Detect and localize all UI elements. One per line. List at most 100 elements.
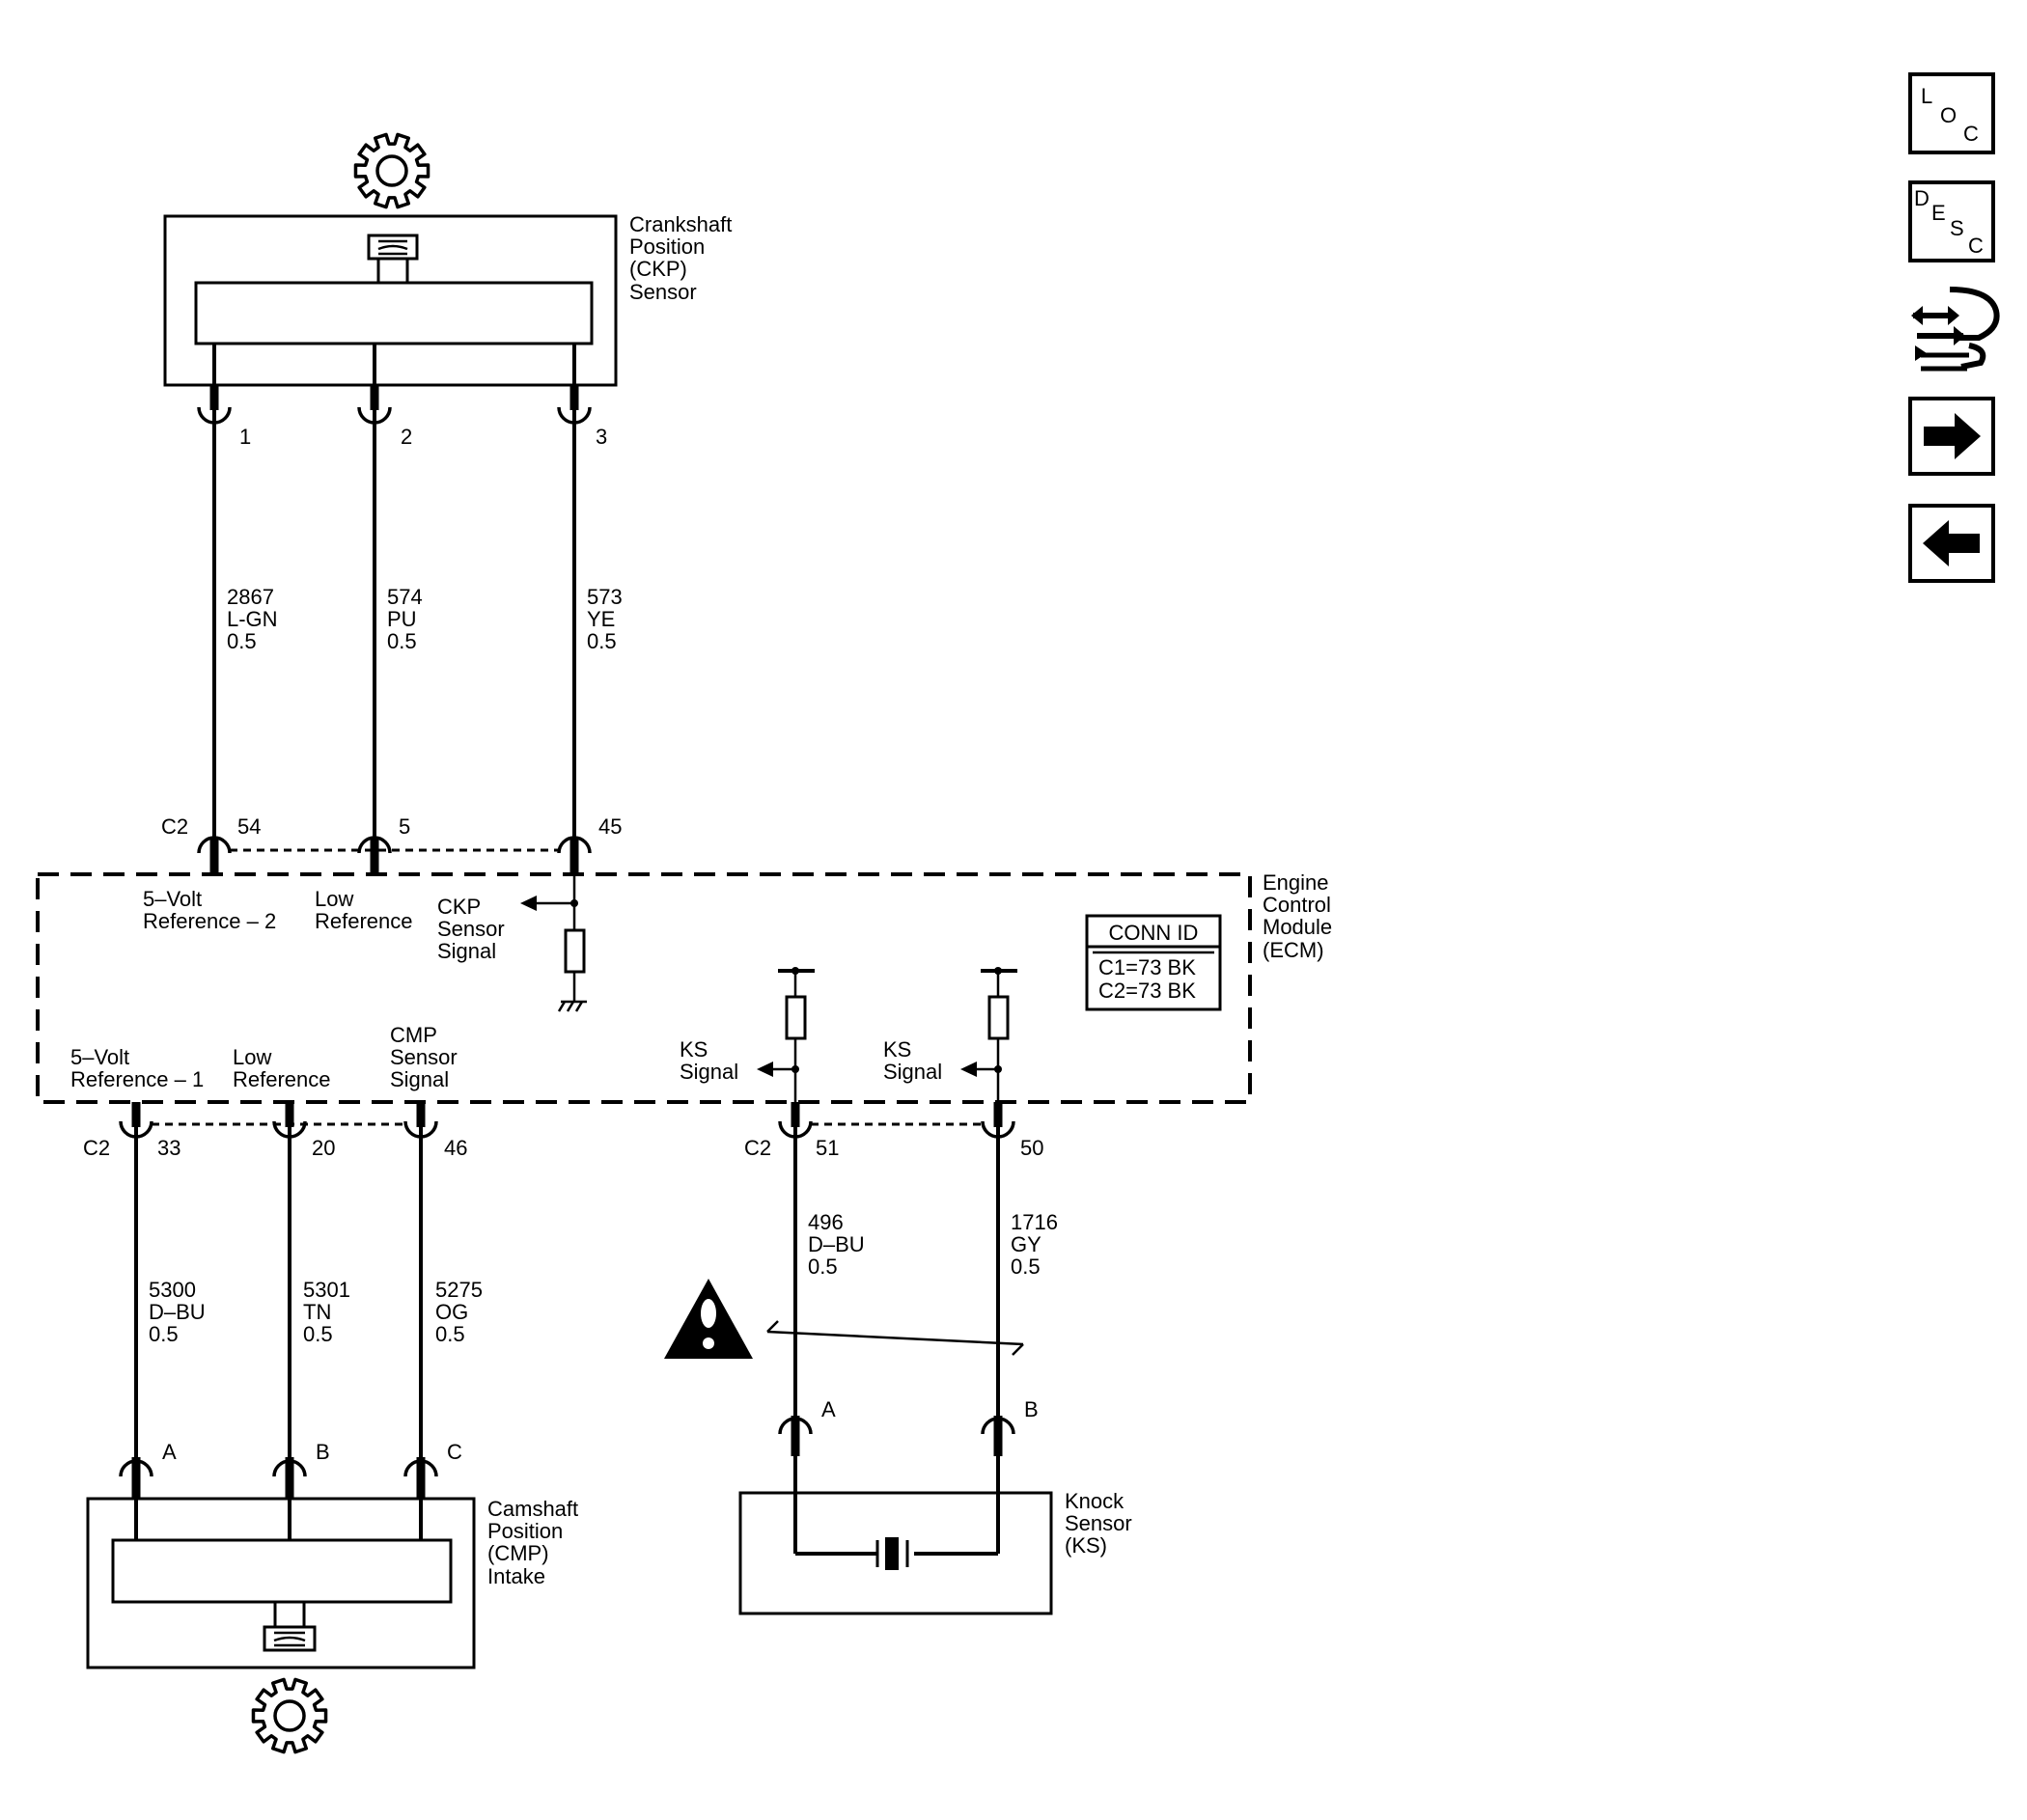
svg-text:C2=73 BK: C2=73 BK bbox=[1098, 979, 1196, 1003]
svg-text:D: D bbox=[1914, 186, 1930, 210]
svg-text:C: C bbox=[1963, 122, 1979, 146]
cmp-pin-b-label: B bbox=[316, 1440, 330, 1464]
svg-text:PU: PU bbox=[387, 607, 417, 631]
cmp-pin-a-label: A bbox=[162, 1440, 177, 1464]
ecm-label-5v-ref-1: 5–Volt Reference – 1 bbox=[70, 1045, 204, 1091]
ckp-wire-3-label: 573 YE 0.5 bbox=[587, 585, 623, 653]
knock-sensor-name: Knock Sensor (KS) bbox=[1065, 1489, 1132, 1558]
ecm-top-connector-id: C2 bbox=[161, 814, 188, 839]
svg-text:Intake: Intake bbox=[487, 1564, 545, 1588]
ckp-signal-internal bbox=[520, 874, 587, 1012]
svg-text:C: C bbox=[1968, 234, 1984, 258]
svg-text:L: L bbox=[1921, 84, 1932, 108]
cmp-pin-c-label: C bbox=[447, 1440, 462, 1464]
ecm-pin-54-label: 54 bbox=[237, 814, 261, 839]
ecm-pin-51-label: 51 bbox=[816, 1136, 839, 1160]
svg-text:GY: GY bbox=[1011, 1232, 1041, 1256]
svg-text:L-GN: L-GN bbox=[227, 607, 278, 631]
svg-text:496: 496 bbox=[808, 1210, 844, 1234]
ks-signal-2-internal bbox=[960, 967, 1017, 1102]
ks-wires bbox=[793, 1127, 1000, 1416]
svg-text:KS: KS bbox=[883, 1037, 911, 1062]
ecm-bottom-left-connector bbox=[119, 1102, 438, 1139]
ckp-sensor-name: Crankshaft Position (CKP) Sensor bbox=[629, 212, 732, 304]
svg-text:Sensor: Sensor bbox=[629, 280, 697, 304]
svg-text:Sensor: Sensor bbox=[390, 1045, 458, 1069]
svg-text:0.5: 0.5 bbox=[227, 629, 257, 653]
conn-id-table: CONN ID C1=73 BK C2=73 BK bbox=[1085, 914, 1222, 1011]
ecm-bottom-right-connector-id: C2 bbox=[744, 1136, 771, 1160]
description-icon[interactable]: D E S C bbox=[1908, 180, 1995, 262]
svg-text:D–BU: D–BU bbox=[149, 1300, 206, 1324]
svg-text:Signal: Signal bbox=[883, 1060, 942, 1084]
svg-text:0.5: 0.5 bbox=[303, 1322, 333, 1346]
ckp-gear-icon bbox=[353, 132, 430, 209]
ecm-label-5v-ref-2: 5–Volt Reference – 2 bbox=[143, 887, 276, 933]
ecm-bottom-left-connector-id: C2 bbox=[83, 1136, 110, 1160]
cmp-sensor-name: Camshaft Position (CMP) Intake bbox=[487, 1497, 578, 1588]
svg-text:Reference – 2: Reference – 2 bbox=[143, 909, 276, 933]
svg-text:TN: TN bbox=[303, 1300, 331, 1324]
ks-pin-a-label: A bbox=[821, 1397, 836, 1421]
ecm-pin-5-label: 5 bbox=[399, 814, 410, 839]
svg-text:(KS): (KS) bbox=[1065, 1533, 1107, 1558]
connector-swap-icon[interactable] bbox=[1906, 285, 2000, 373]
svg-text:O: O bbox=[1940, 103, 1957, 127]
cmp-sensor-body bbox=[86, 1497, 476, 1669]
ks-signal-1-internal bbox=[757, 967, 815, 1102]
svg-text:(ECM): (ECM) bbox=[1263, 938, 1324, 962]
svg-text:5300: 5300 bbox=[149, 1278, 196, 1302]
ecm-label-ckp-signal: CKP Sensor Signal bbox=[437, 895, 505, 963]
cmp-gear-icon bbox=[251, 1677, 328, 1754]
ks-wire-2-label: 1716 GY 0.5 bbox=[1011, 1210, 1058, 1279]
svg-text:5275: 5275 bbox=[435, 1278, 483, 1302]
ks-pin-b-label: B bbox=[1024, 1397, 1039, 1421]
svg-text:0.5: 0.5 bbox=[387, 629, 417, 653]
svg-text:CKP: CKP bbox=[437, 895, 481, 919]
svg-text:S: S bbox=[1950, 216, 1964, 240]
ecm-boundary bbox=[36, 872, 1252, 1104]
ecm-name: Engine Control Module (ECM) bbox=[1263, 870, 1332, 962]
svg-text:Control: Control bbox=[1263, 893, 1331, 917]
ecm-pin-33-label: 33 bbox=[157, 1136, 180, 1160]
ks-sensor-connector bbox=[778, 1416, 1015, 1456]
svg-text:OG: OG bbox=[435, 1300, 468, 1324]
svg-text:0.5: 0.5 bbox=[808, 1255, 838, 1279]
knock-sensor-body bbox=[738, 1456, 1053, 1615]
svg-text:(CKP): (CKP) bbox=[629, 257, 687, 281]
ckp-wires bbox=[212, 410, 576, 838]
svg-text:Position: Position bbox=[487, 1519, 563, 1543]
svg-text:Crankshaft: Crankshaft bbox=[629, 212, 732, 236]
ecm-label-cmp-low-ref: Low Reference bbox=[233, 1045, 331, 1091]
svg-text:Signal: Signal bbox=[390, 1067, 449, 1091]
svg-text:Position: Position bbox=[629, 234, 705, 259]
ecm-label-ks-signal-2: KS Signal bbox=[883, 1037, 942, 1084]
ckp-pin-1-label: 1 bbox=[239, 425, 251, 449]
svg-text:Knock: Knock bbox=[1065, 1489, 1125, 1513]
svg-text:KS: KS bbox=[680, 1037, 708, 1062]
svg-text:5–Volt: 5–Volt bbox=[70, 1045, 129, 1069]
ecm-label-ks-signal-1: KS Signal bbox=[680, 1037, 738, 1084]
svg-text:Sensor: Sensor bbox=[437, 917, 505, 941]
svg-text:0.5: 0.5 bbox=[149, 1322, 179, 1346]
svg-text:CMP: CMP bbox=[390, 1023, 437, 1047]
svg-text:Low: Low bbox=[315, 887, 353, 911]
next-arrow-icon[interactable] bbox=[1908, 397, 1995, 476]
svg-text:Low: Low bbox=[233, 1045, 271, 1069]
previous-arrow-icon[interactable] bbox=[1908, 504, 1995, 583]
location-icon[interactable]: L O C bbox=[1908, 72, 1995, 154]
ecm-top-connector bbox=[197, 836, 592, 874]
svg-text:Camshaft: Camshaft bbox=[487, 1497, 578, 1521]
svg-text:0.5: 0.5 bbox=[1011, 1255, 1041, 1279]
cmp-wire-1-label: 5300 D–BU 0.5 bbox=[149, 1278, 206, 1346]
svg-text:Signal: Signal bbox=[437, 939, 496, 963]
ecm-pin-50-label: 50 bbox=[1020, 1136, 1043, 1160]
svg-text:1716: 1716 bbox=[1011, 1210, 1058, 1234]
svg-text:YE: YE bbox=[587, 607, 615, 631]
svg-text:574: 574 bbox=[387, 585, 423, 609]
svg-text:2867: 2867 bbox=[227, 585, 274, 609]
svg-text:Engine: Engine bbox=[1263, 870, 1329, 895]
ckp-wire-1-label: 2867 L-GN 0.5 bbox=[227, 585, 278, 653]
ks-wire-1-label: 496 D–BU 0.5 bbox=[808, 1210, 865, 1279]
